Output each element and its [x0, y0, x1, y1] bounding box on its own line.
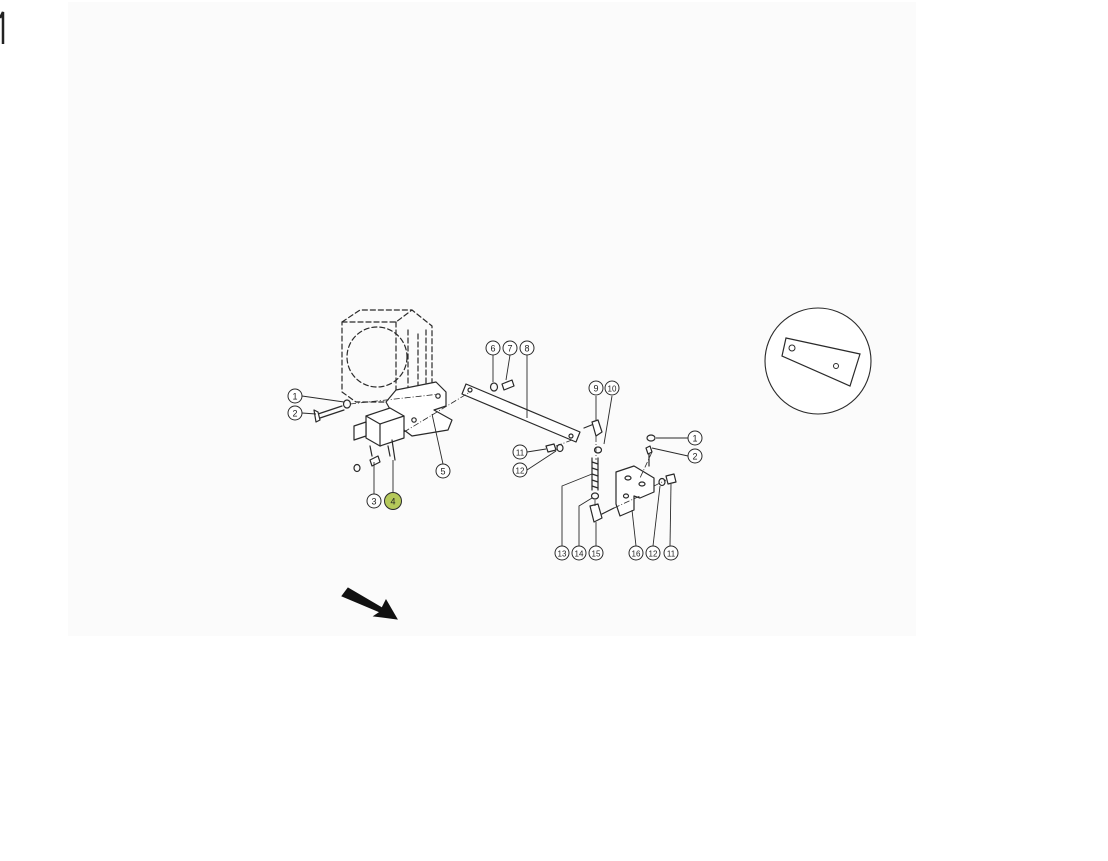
callout-8: 8 — [519, 340, 535, 356]
callouts: 1 2 3 4 5 6 7 8 9 10 11 12 1 2 13 14 15 … — [287, 340, 703, 561]
direction-arrow-icon — [341, 587, 398, 620]
callout-4-highlighted[interactable]: 4 — [384, 492, 402, 510]
screw-right — [645, 434, 656, 467]
svg-text:11: 11 — [516, 449, 525, 458]
callout-3: 3 — [366, 493, 382, 509]
svg-text:10: 10 — [608, 385, 617, 394]
callout-11-right: 11 — [663, 545, 679, 561]
callout-6: 6 — [485, 340, 501, 356]
svg-text:5: 5 — [440, 467, 445, 477]
assembly-axes — [349, 391, 667, 509]
svg-text:12: 12 — [516, 467, 525, 476]
callout-1-right: 1 — [687, 430, 703, 446]
svg-text:15: 15 — [592, 550, 601, 559]
screw-small — [353, 455, 381, 473]
svg-text:13: 13 — [558, 550, 567, 559]
nut-washer-right — [658, 473, 677, 487]
link-rod — [461, 383, 581, 443]
callout-14: 14 — [571, 545, 587, 561]
svg-text:2: 2 — [292, 409, 297, 419]
detail-inset — [764, 307, 872, 415]
callout-12: 12 — [512, 462, 528, 478]
svg-text:2: 2 — [692, 452, 697, 462]
svg-text:7: 7 — [507, 344, 512, 354]
ball-joint-upper — [583, 419, 603, 454]
svg-text:14: 14 — [575, 550, 584, 559]
inset-plate — [781, 337, 861, 387]
callout-16: 16 — [628, 545, 644, 561]
svg-text:1: 1 — [292, 392, 297, 402]
svg-text:1: 1 — [692, 434, 697, 444]
callout-2: 2 — [287, 405, 303, 421]
svg-text:11: 11 — [667, 550, 676, 559]
callout-5: 5 — [435, 463, 451, 479]
leader-lines — [301, 354, 689, 547]
svg-text:6: 6 — [490, 344, 495, 354]
callout-13: 13 — [554, 545, 570, 561]
diagram-panel — [68, 2, 916, 636]
callout-2-right: 2 — [687, 448, 703, 464]
callout-12-right: 12 — [645, 545, 661, 561]
svg-text:9: 9 — [593, 384, 598, 394]
svg-text:16: 16 — [632, 550, 641, 559]
callout-15: 15 — [588, 545, 604, 561]
crop-mark — [0, 11, 5, 44]
svg-text:12: 12 — [649, 550, 658, 559]
sensor-unit — [353, 407, 405, 461]
svg-text:4: 4 — [390, 497, 395, 507]
svg-text:8: 8 — [524, 344, 529, 354]
callout-7: 7 — [502, 340, 518, 356]
callout-1: 1 — [287, 388, 303, 404]
callout-10: 10 — [604, 380, 620, 396]
callout-11: 11 — [512, 444, 528, 460]
svg-text:3: 3 — [371, 497, 376, 507]
callout-9: 9 — [588, 380, 604, 396]
washer-screw-6-7 — [489, 379, 515, 392]
